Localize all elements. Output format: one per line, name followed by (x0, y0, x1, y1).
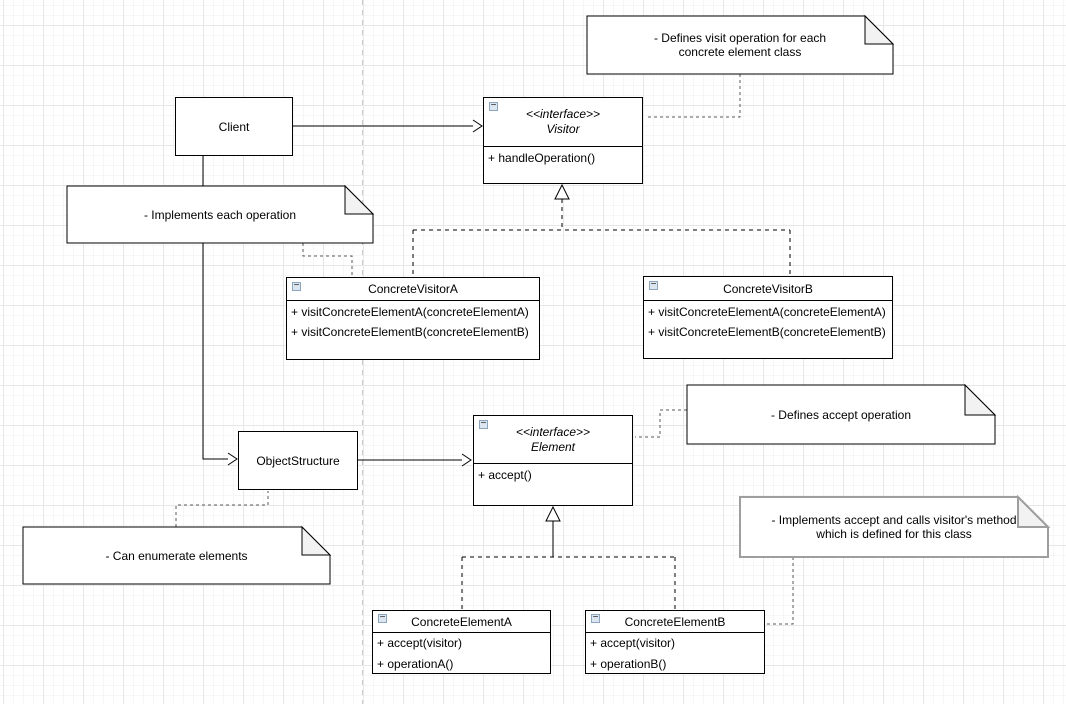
class-object-structure[interactable]: ObjectStructure (238, 431, 358, 490)
collapse-icon[interactable]: − (649, 279, 658, 290)
class-element-name: Element (530, 439, 576, 454)
class-visitor-header: − <<interface>> Visitor (484, 98, 642, 147)
note-shape-implements-each[interactable] (66, 184, 375, 244)
note-shape-implements-accept[interactable] (739, 494, 1051, 558)
collapse-icon[interactable]: − (378, 612, 387, 623)
class-concrete-element-b[interactable]: − ConcreteElementB + accept(visitor) + o… (585, 610, 765, 674)
edge-objectstructure-to-element[interactable] (358, 453, 472, 467)
class-visitor[interactable]: − <<interface>> Visitor + handleOperatio… (483, 97, 643, 184)
note-shape-defines-accept[interactable] (686, 383, 997, 445)
class-concrete-element-a-header: − ConcreteElementA (373, 611, 550, 633)
method-row[interactable]: + visitConcreteElementA(concreteElementA… (291, 305, 529, 319)
link-note-defines-accept[interactable] (635, 409, 687, 438)
collapse-icon[interactable]: − (591, 612, 600, 623)
note-fold-icon (1017, 494, 1051, 528)
class-element-header: − <<interface>> Element (474, 416, 632, 464)
edge-client-to-visitor[interactable] (293, 119, 483, 133)
class-object-structure-name: ObjectStructure (256, 453, 340, 468)
class-concrete-visitor-b-name: ConcreteVisitorB (723, 281, 813, 296)
class-concrete-element-b-name: ConcreteElementB (624, 614, 726, 629)
method-row[interactable]: + operationA() (377, 657, 454, 671)
class-visitor-stereotype: <<interface>> (525, 107, 601, 121)
note-fold-icon (301, 525, 332, 556)
edge-concretevisitors-realize-visitor[interactable] (412, 183, 791, 276)
method-row[interactable]: + accept() (478, 468, 532, 482)
note-fold-icon (344, 184, 375, 215)
class-element-stereotype: <<interface>> (515, 424, 591, 439)
method-row[interactable]: + operationB() (590, 657, 667, 671)
class-concrete-visitor-a[interactable]: − ConcreteVisitorA + visitConcreteElemen… (286, 277, 540, 360)
method-row[interactable]: + accept(visitor) (590, 636, 676, 650)
link-note-can-enumerate[interactable] (175, 491, 269, 527)
class-concrete-element-a-name: ConcreteElementA (411, 614, 512, 629)
collapse-icon[interactable]: − (292, 280, 301, 291)
collapse-icon[interactable]: − (489, 100, 498, 111)
note-fold-icon (864, 14, 895, 45)
note-shape-can-enumerate[interactable] (22, 525, 332, 585)
class-client-name: Client (218, 119, 250, 134)
class-concrete-element-b-header: − ConcreteElementB (586, 611, 764, 633)
link-note-implements-accept[interactable] (767, 557, 794, 625)
method-row[interactable]: + accept(visitor) (377, 636, 463, 650)
class-concrete-element-a[interactable]: − ConcreteElementA + accept(visitor) + o… (372, 610, 551, 674)
method-row[interactable]: + visitConcreteElementA(concreteElementA… (648, 305, 886, 319)
class-client[interactable]: Client (175, 97, 293, 156)
edge-client-to-objectstructure[interactable] (202, 156, 238, 466)
collapse-icon[interactable]: − (479, 418, 488, 429)
class-concrete-visitor-b[interactable]: − ConcreteVisitorB + visitConcreteElemen… (643, 276, 893, 359)
method-row[interactable]: + visitConcreteElementB(concreteElementB… (648, 325, 886, 339)
note-shape-defines-visit[interactable] (586, 14, 895, 75)
note-fold-icon (964, 383, 997, 416)
class-concrete-visitor-a-name: ConcreteVisitorA (368, 282, 458, 296)
class-element[interactable]: − <<interface>> Element + accept() (473, 415, 633, 506)
link-note-defines-visit[interactable] (645, 74, 741, 118)
method-row[interactable]: + visitConcreteElementB(concreteElementB… (291, 325, 529, 339)
link-note-implements-each[interactable] (302, 243, 353, 276)
class-visitor-name: Visitor (546, 122, 580, 136)
class-concrete-visitor-a-header: − ConcreteVisitorA (287, 278, 539, 301)
class-concrete-visitor-b-header: − ConcreteVisitorB (644, 277, 892, 301)
method-row[interactable]: + handleOperation() (488, 151, 596, 165)
edge-concreteelements-realize-element[interactable] (461, 505, 676, 609)
